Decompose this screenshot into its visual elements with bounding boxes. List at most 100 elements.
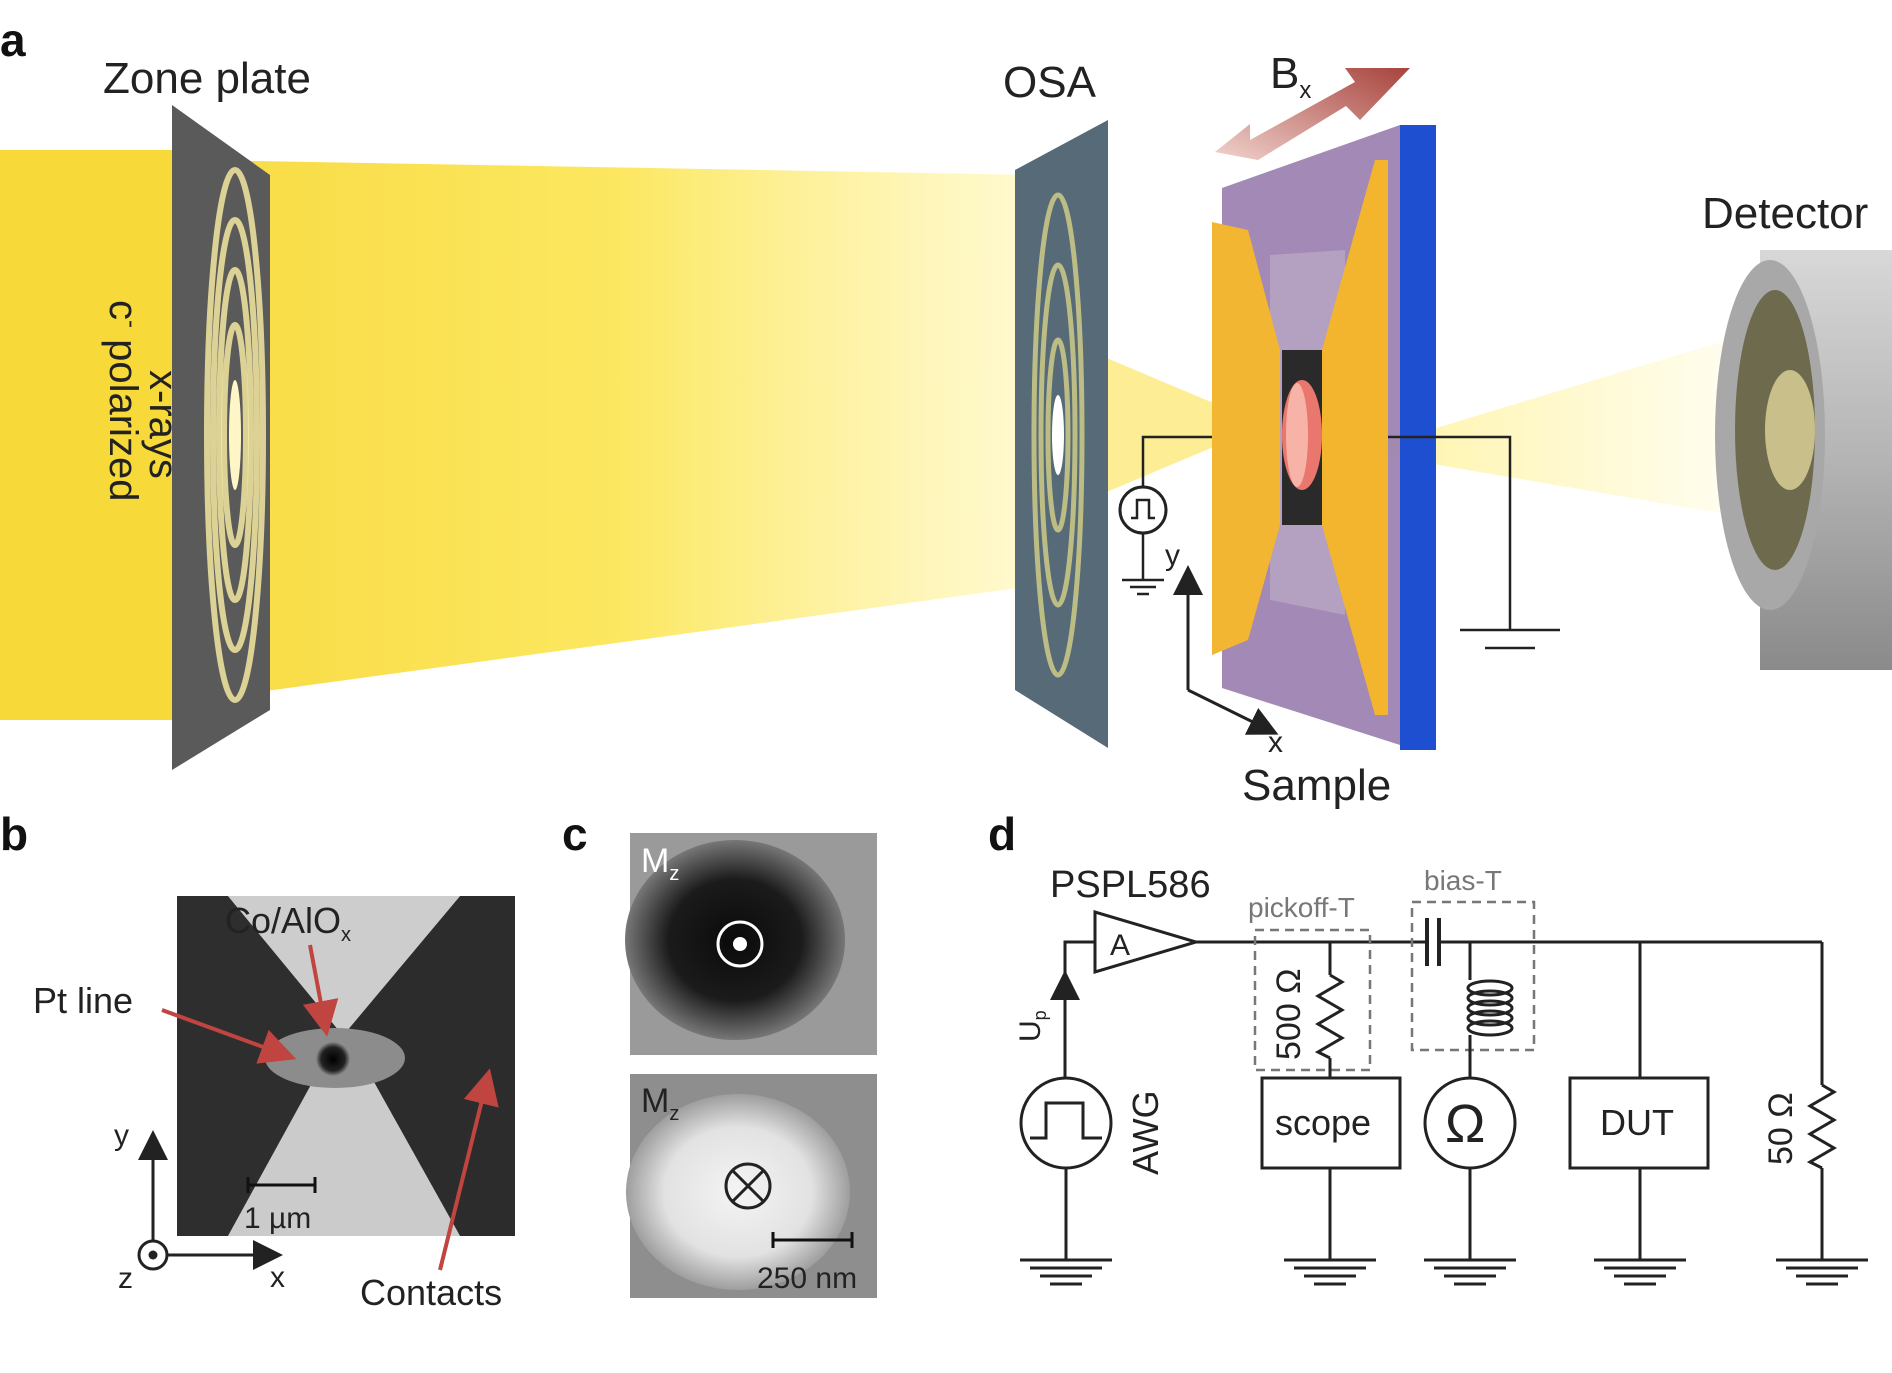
scope-label: scope xyxy=(1275,1102,1371,1143)
resistor-50-icon xyxy=(1806,1083,1837,1170)
inductor-coil-1 xyxy=(1466,979,1514,997)
inductor-coil-4 xyxy=(1466,1009,1514,1027)
sample-label: Sample xyxy=(1242,761,1391,810)
axis-a-y: y xyxy=(1165,539,1180,572)
panel-label-c: c xyxy=(562,808,588,860)
inductor-coil-2 xyxy=(1466,989,1514,1007)
r50-label: 50 Ω xyxy=(1762,1092,1800,1165)
bias-label: bias-T xyxy=(1424,865,1502,896)
zone-plate-label: Zone plate xyxy=(103,54,311,103)
r50-label-text: 50 Ω xyxy=(1762,1092,1800,1165)
axis-b-y: y xyxy=(114,1119,129,1152)
panel-b: b Co/AlOx Pt line Contacts 1 µm y xyxy=(0,808,515,1313)
ground-icon-dut xyxy=(1594,1258,1686,1286)
dut-box[interactable] xyxy=(1568,1076,1710,1170)
panel-d: d PSPL586 A Up AWG pickoff-T xyxy=(988,808,1868,1286)
zone-ring-2 xyxy=(210,217,260,653)
r500-label-text: 500 Ω xyxy=(1270,968,1308,1060)
osa-aperture xyxy=(1052,395,1064,475)
sample-wire-right xyxy=(1388,435,1512,630)
inductor-coil-3 xyxy=(1466,999,1514,1017)
dot-in-circle-center xyxy=(148,1250,158,1260)
scalebar-c: 250 nm xyxy=(757,1262,857,1295)
image-c-bottom: Mz 250 nm xyxy=(626,1074,877,1298)
axis-b-x: x xyxy=(270,1261,285,1294)
panel-a: a Zone plate c- polarized x-rays xyxy=(0,14,1892,810)
zone-ring-4 xyxy=(221,322,249,548)
axes-a: y x xyxy=(1165,539,1283,759)
ground-icon-term xyxy=(1776,1258,1868,1286)
scope-box[interactable] xyxy=(1260,1076,1402,1170)
zone-ring-1 xyxy=(204,167,266,703)
sample-wire-left xyxy=(1141,435,1212,487)
osa-ring-3 xyxy=(1045,337,1071,533)
field-label: Bx xyxy=(1270,49,1311,104)
sample xyxy=(1212,125,1436,750)
sample-spot-highlight xyxy=(1286,383,1308,487)
osa xyxy=(1015,120,1108,748)
zone-plate xyxy=(172,105,270,770)
axis-b-z: z xyxy=(118,1262,133,1295)
amplifier-label: PSPL586 xyxy=(1050,864,1211,906)
ground-icon-ohm xyxy=(1424,1258,1516,1286)
pickoff-box xyxy=(1253,928,1372,1072)
axis-a-x-line xyxy=(1187,688,1279,735)
image-c-top: Mz xyxy=(625,833,877,1055)
awg-label: AWG xyxy=(1125,1090,1166,1175)
up-label: Up xyxy=(1014,1010,1050,1042)
detector xyxy=(1715,250,1892,670)
detector-label: Detector xyxy=(1702,189,1868,238)
xray-label: c- polarized x-rays xyxy=(101,300,185,501)
pulse-generator-icon xyxy=(1118,485,1168,535)
skyrmion-dot xyxy=(316,1042,350,1076)
panel-label-d: d xyxy=(988,808,1016,860)
bias-box xyxy=(1410,900,1536,1052)
contact-left-image xyxy=(177,896,340,1236)
dot-in-circle-icon-c xyxy=(716,920,764,968)
scalebar-b-label: 1 µm xyxy=(244,1202,311,1235)
resistor-500-icon xyxy=(1314,973,1345,1060)
amplifier-input-wire xyxy=(1063,940,1095,1078)
osa-ring-2 xyxy=(1038,262,1078,608)
inductor-coil-5 xyxy=(1466,1019,1514,1037)
contacts-label: Contacts xyxy=(360,1272,502,1313)
dot-in-circle-c-center xyxy=(733,937,747,951)
cross-in-circle-icon xyxy=(724,1162,772,1210)
osa-ring-1 xyxy=(1031,192,1085,678)
micrograph-b xyxy=(177,896,515,1236)
contacts-arrow xyxy=(438,1068,499,1271)
field-arrow xyxy=(1215,68,1410,160)
awg-source-icon[interactable] xyxy=(1019,1076,1113,1170)
zone-center xyxy=(229,380,241,490)
panel-label-a: a xyxy=(0,14,26,66)
diffracted-beam xyxy=(1380,330,1760,520)
amplifier-letter: A xyxy=(1110,929,1130,962)
xray-label-line2: x-rays xyxy=(141,370,185,479)
xray-label-line1: c- polarized xyxy=(101,300,145,501)
ohmmeter-label: Ω xyxy=(1445,1094,1485,1154)
axis-a-x: x xyxy=(1268,726,1283,759)
pt-line-upper xyxy=(228,896,460,1032)
pt-line-label: Pt line xyxy=(33,980,133,1021)
mz-label-top: Mz xyxy=(641,842,679,885)
axes-b: y x z xyxy=(114,1119,285,1295)
pickoff-label: pickoff-T xyxy=(1248,892,1355,923)
awg-pulse-waveform xyxy=(1030,1101,1102,1140)
mz-label-bottom: Mz xyxy=(641,1082,679,1125)
skyrmion-light xyxy=(626,1094,850,1290)
co-alox-arrow xyxy=(302,944,339,1037)
pulse-waveform xyxy=(1131,498,1155,520)
awg-label-text: AWG xyxy=(1125,1090,1166,1175)
ground-icon-scope xyxy=(1284,1258,1376,1286)
field-arrow-shape xyxy=(1215,68,1410,160)
inductor-icon xyxy=(1466,979,1514,1037)
panel-c: c Mz Mz 250 nm xyxy=(562,808,877,1298)
sample-circuit xyxy=(1118,435,1560,650)
zone-ring-3 xyxy=(216,267,254,603)
incident-beam xyxy=(0,150,200,720)
detector-sensor xyxy=(1765,370,1815,490)
dut-label: DUT xyxy=(1600,1102,1674,1143)
ground-icon-awg xyxy=(1020,1258,1112,1286)
co-alox-label: Co/AlOx xyxy=(225,900,351,946)
